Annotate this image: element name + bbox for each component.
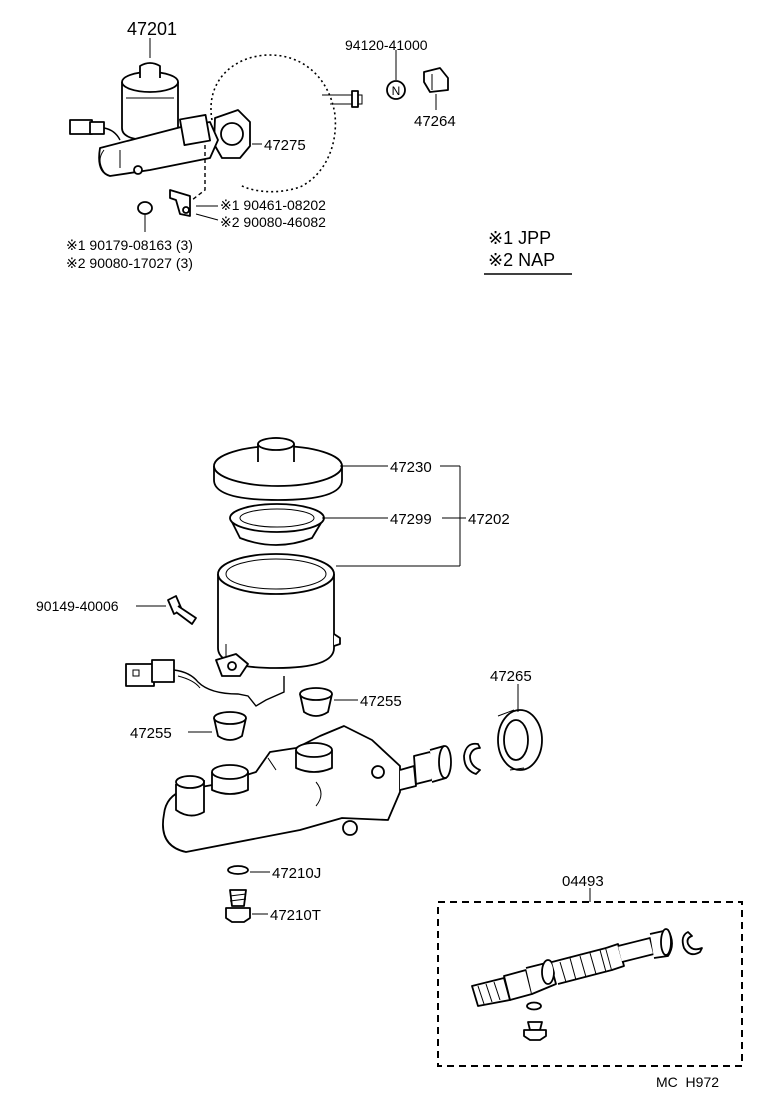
part-label-47201: 47201 [127,19,177,39]
diagram-reference-code: MC H972 [656,1074,719,1090]
lower-exploded-view: 47230 47299 47202 90149-40006 47255 4725… [36,437,743,1067]
part-label-47210j: 47210J [272,865,321,882]
part-label-47265: 47265 [490,668,532,685]
washer-47210j-drawing [227,865,249,875]
lower-leader-lines [136,465,519,915]
boot-47265-drawing [497,709,543,771]
leader-90080a [195,213,219,221]
legend-jpp: ※1 JPP [488,228,551,248]
flange-nut-drawing [137,201,153,232]
reservoir-tank-drawing [215,553,341,677]
reservoir-cap-47230-drawing [213,437,343,501]
cylinder-kit-04493-drawing [437,888,743,1067]
level-warning-connector-drawing [125,659,285,707]
part-label-47299: 47299 [390,511,432,528]
part-label-47202: 47202 [468,511,510,528]
secondary-piston-end-drawing [413,745,452,785]
part-label-90149-40006: 90149-40006 [36,598,119,614]
clip-47264-drawing [423,67,449,93]
master-cylinder-upper-drawing [98,114,219,201]
gasket-47275-drawing [213,109,251,159]
sensor-connector-upper-drawing [69,119,121,141]
part-label-47275: 47275 [264,137,306,154]
master-cylinder-body-drawing [162,725,417,853]
part-label-90179-08163: ※1 90179-08163 (3) [66,237,193,253]
strainer-47299-drawing [229,503,325,546]
snap-ring-drawing [463,742,481,775]
reservoir-47201-drawing [121,62,179,141]
part-label-47230: 47230 [390,459,432,476]
nut-n-glyph: N [392,84,401,98]
bracket-clip-drawing [169,189,191,217]
brake-booster-drawing [210,54,363,193]
bolt-47210t-drawing [225,889,251,923]
screw-90149-drawing [167,595,197,625]
part-label-47255-right: 47255 [360,693,402,710]
part-label-90080-46082: ※2 90080-46082 [220,214,326,230]
part-label-90461-08202: ※1 90461-08202 [220,197,326,213]
grommet-47255-right-drawing [299,687,333,717]
part-label-04493: 04493 [562,873,604,890]
part-label-94120-41000: 94120-41000 [345,37,428,53]
upper-assembly: N 47201 94120-41000 47264 47275 ※1 90461… [66,19,456,271]
part-label-47264: 47264 [414,113,456,130]
clevis-nut-94120-drawing: N [386,80,406,100]
part-label-90080-17027: ※2 90080-17027 (3) [66,255,193,271]
part-label-47255-left: 47255 [130,725,172,742]
legend-nap: ※2 NAP [488,250,555,270]
market-legend: ※1 JPP ※2 NAP [484,228,572,275]
part-label-47210t: 47210T [270,907,321,924]
grommet-47255-left-drawing [213,711,247,741]
